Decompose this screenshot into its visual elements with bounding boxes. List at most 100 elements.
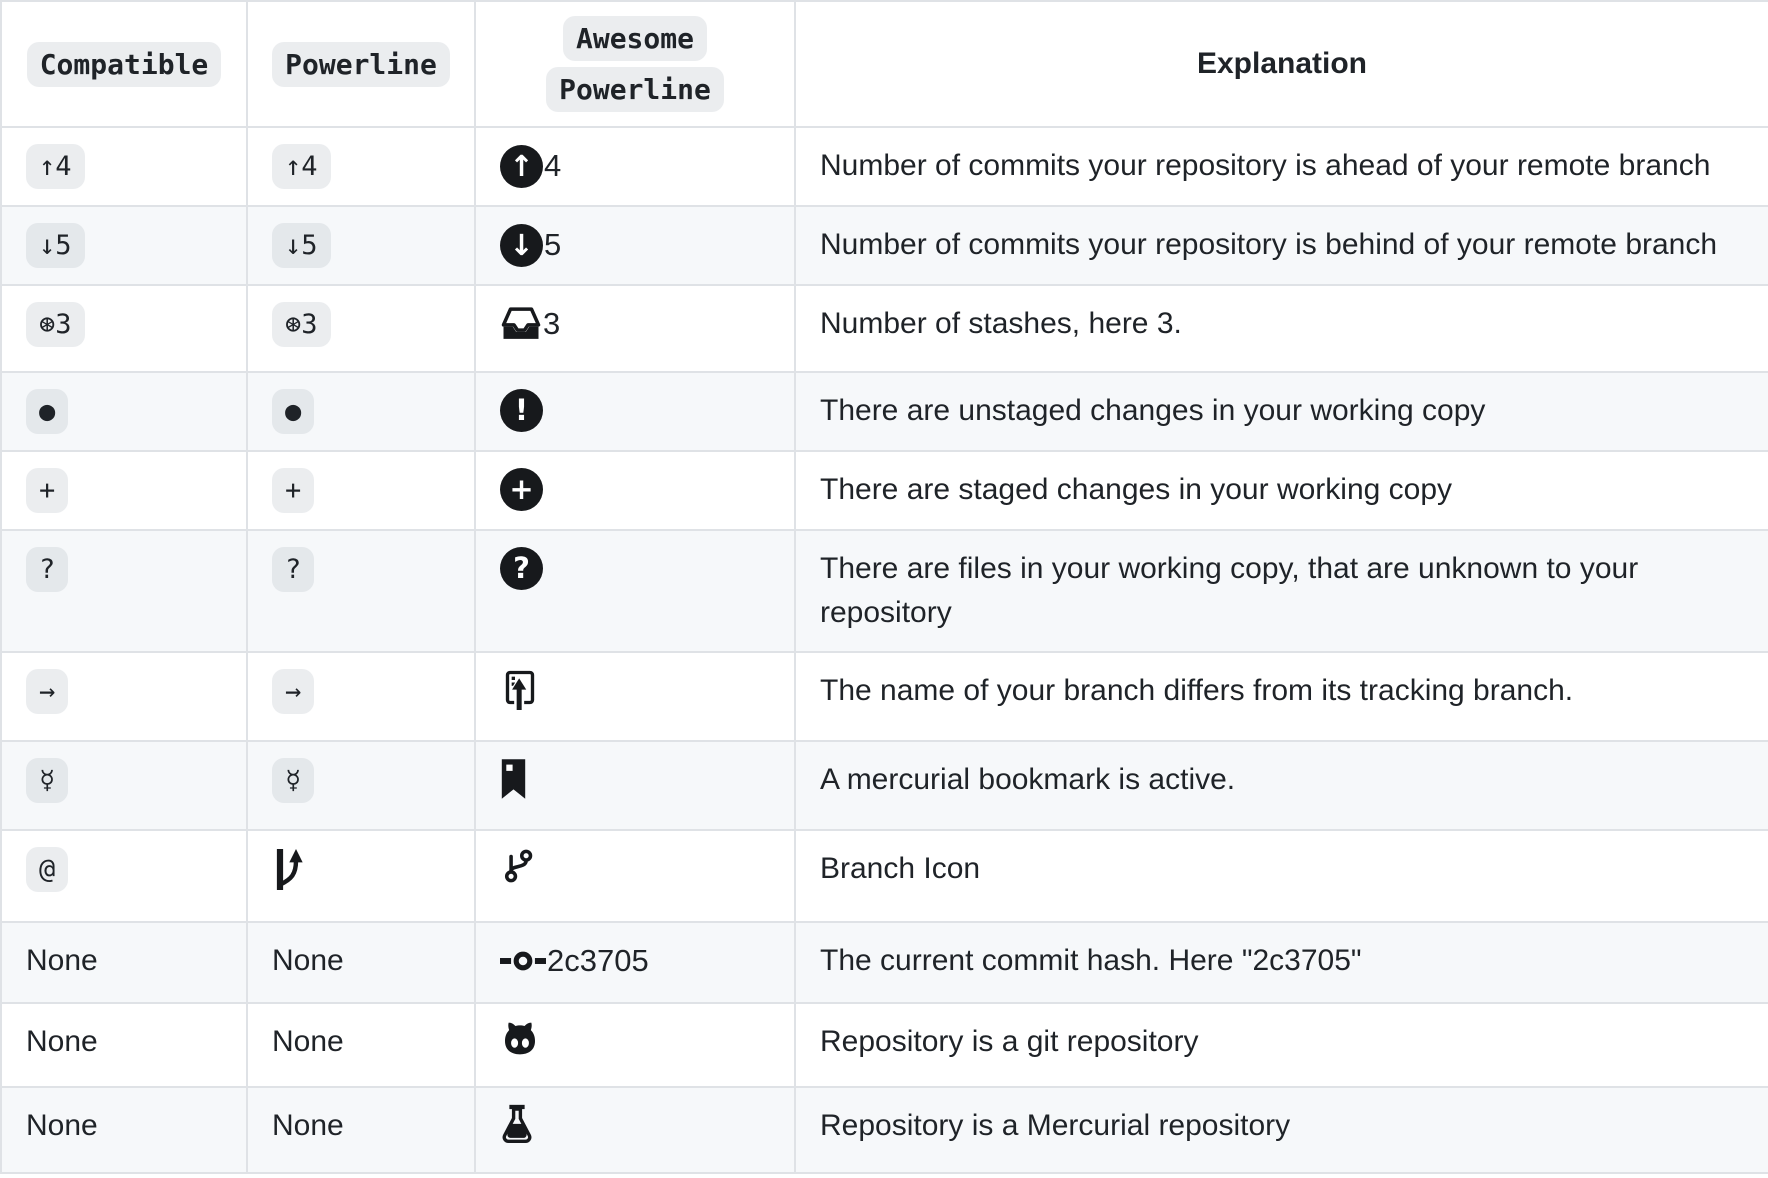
cell-awesome: [474, 829, 796, 923]
cell-compatible: →: [0, 651, 248, 742]
table-row-branch-icon: @: [0, 829, 1768, 923]
cell-explanation: Number of commits your repository is beh…: [794, 205, 1768, 286]
symbol-chip: ⊛3: [26, 302, 85, 347]
none-label: None: [272, 1025, 344, 1058]
symbol-chip: ●: [26, 389, 69, 434]
symbol-chip: ?: [272, 547, 315, 592]
explanation-text: There are files in your working copy, th…: [820, 552, 1639, 629]
cell-explanation: Number of stashes, here 3.: [794, 284, 1768, 373]
cell-compatible: ↑4: [0, 126, 248, 207]
cell-powerline: ↑4: [246, 126, 476, 207]
cell-compatible: ⊛3: [0, 284, 248, 373]
cell-powerline: ●: [246, 371, 476, 452]
branch-differs-icon: [500, 669, 540, 711]
cell-compatible: None: [0, 1086, 248, 1174]
arrow-up-circle-icon: ↑: [500, 144, 543, 188]
plus-circle-icon: +: [500, 468, 543, 511]
header-compatible: Compatible: [0, 0, 248, 128]
symbol-chip: +: [26, 468, 69, 513]
cell-awesome: ↓ 5: [474, 205, 796, 286]
commit-hash-value: 2c3705: [547, 943, 649, 978]
table-row-ahead: ↑4 ↑4 ↑ 4 Number of commits your reposit…: [0, 126, 1768, 207]
table-row-commit-hash: None None 2c3705 The current commit hash…: [0, 921, 1768, 1004]
symbol-chip: ●: [272, 389, 315, 434]
exclamation-circle-icon: !: [500, 389, 543, 432]
cell-powerline: None: [246, 921, 476, 1004]
table-body: ↑4 ↑4 ↑ 4 Number of commits your reposit…: [0, 126, 1768, 1174]
table-row-branch-differs: → →: [0, 651, 1768, 742]
table-row-stashes: ⊛3 ⊛3 3 Number of stashes, here 3.: [0, 284, 1768, 373]
octocat-icon: [500, 1020, 540, 1057]
explanation-text: Number of stashes, here 3.: [820, 307, 1182, 340]
none-label: None: [26, 1025, 98, 1058]
explanation-text: There are staged changes in your working…: [820, 473, 1453, 506]
cell-explanation: There are staged changes in your working…: [794, 450, 1768, 531]
cell-powerline: +: [246, 450, 476, 531]
cell-awesome: [474, 651, 796, 742]
symbol-chip: →: [272, 669, 315, 714]
cell-awesome: +: [474, 450, 796, 531]
explanation-text: The name of your branch differs from its…: [820, 674, 1574, 707]
git-fork-icon: [500, 847, 538, 885]
cell-powerline: None: [246, 1086, 476, 1174]
table-row-git-repo: None None Repository is a git repository: [0, 1002, 1768, 1088]
header-awesome-powerline: Awesome Powerline: [474, 0, 796, 128]
table-row-unstaged: ● ● ! There are unstaged changes in your…: [0, 371, 1768, 452]
arrow-down-circle-icon: ↓: [500, 223, 543, 267]
explanation-text: The current commit hash. Here "2c3705": [820, 944, 1362, 977]
explanation-text: Branch Icon: [820, 852, 981, 885]
cell-explanation: There are files in your working copy, th…: [794, 529, 1768, 653]
cell-awesome: ?: [474, 529, 796, 653]
cell-powerline: ?: [246, 529, 476, 653]
explanation-text: A mercurial bookmark is active.: [820, 763, 1236, 796]
cell-powerline: ⊛3: [246, 284, 476, 373]
cell-awesome: !: [474, 371, 796, 452]
none-label: None: [272, 1109, 344, 1142]
awesome-header-chip-line2: Powerline: [546, 67, 724, 112]
cell-awesome: 3: [474, 284, 796, 373]
cell-explanation: Repository is a git repository: [794, 1002, 1768, 1088]
symbol-chip: @: [26, 847, 69, 892]
explanation-text: Repository is a git repository: [820, 1025, 1199, 1058]
table-row-hg-bookmark: ☿ ☿ A mercurial bookmark is active.: [0, 740, 1768, 831]
cell-awesome: [474, 1002, 796, 1088]
cell-explanation: A mercurial bookmark is active.: [794, 740, 1768, 831]
cell-explanation: Repository is a Mercurial repository: [794, 1086, 1768, 1174]
table-row-behind: ↓5 ↓5 ↓ 5 Number of commits your reposit…: [0, 205, 1768, 286]
cell-explanation: Branch Icon: [794, 829, 1768, 923]
cell-compatible: @: [0, 829, 248, 923]
none-label: None: [26, 1109, 98, 1142]
explanation-text: Repository is a Mercurial repository: [820, 1109, 1291, 1142]
table-row-staged: + + + There are staged changes in your w…: [0, 450, 1768, 531]
header-powerline: Powerline: [246, 0, 476, 128]
cell-powerline: →: [246, 651, 476, 742]
powerline-header-chip: Powerline: [272, 41, 450, 87]
symbol-chip: ⊛3: [272, 302, 331, 347]
header-row: Compatible Powerline Awesome Powerline E…: [0, 0, 1768, 128]
symbol-chip: ☿: [272, 758, 315, 803]
symbol-chip: ?: [26, 547, 69, 592]
cell-compatible: None: [0, 1002, 248, 1088]
commit-icon: [500, 949, 546, 973]
cell-compatible: ☿: [0, 740, 248, 831]
cell-powerline: [246, 829, 476, 923]
cell-compatible: ↓5: [0, 205, 248, 286]
cell-powerline: None: [246, 1002, 476, 1088]
cell-awesome: ↑ 4: [474, 126, 796, 207]
explanation-text: Number of commits your repository is ahe…: [820, 149, 1711, 182]
awesome-header-chip-line1: Awesome: [562, 16, 707, 61]
cell-explanation: There are unstaged changes in your worki…: [794, 371, 1768, 452]
question-circle-icon: ?: [500, 547, 543, 590]
symbol-chip: ☿: [26, 758, 69, 803]
explanation-header-label: Explanation: [1196, 47, 1368, 80]
cell-compatible: None: [0, 921, 248, 1004]
cell-compatible: +: [0, 450, 248, 531]
symbol-chip: →: [26, 669, 69, 714]
table-header: Compatible Powerline Awesome Powerline E…: [0, 0, 1768, 128]
behind-count: 5: [544, 227, 562, 262]
bookmark-icon: [500, 758, 527, 800]
none-label: None: [26, 944, 98, 977]
cell-powerline: ↓5: [246, 205, 476, 286]
table-row-untracked: ? ? ? There are files in your working co…: [0, 529, 1768, 653]
